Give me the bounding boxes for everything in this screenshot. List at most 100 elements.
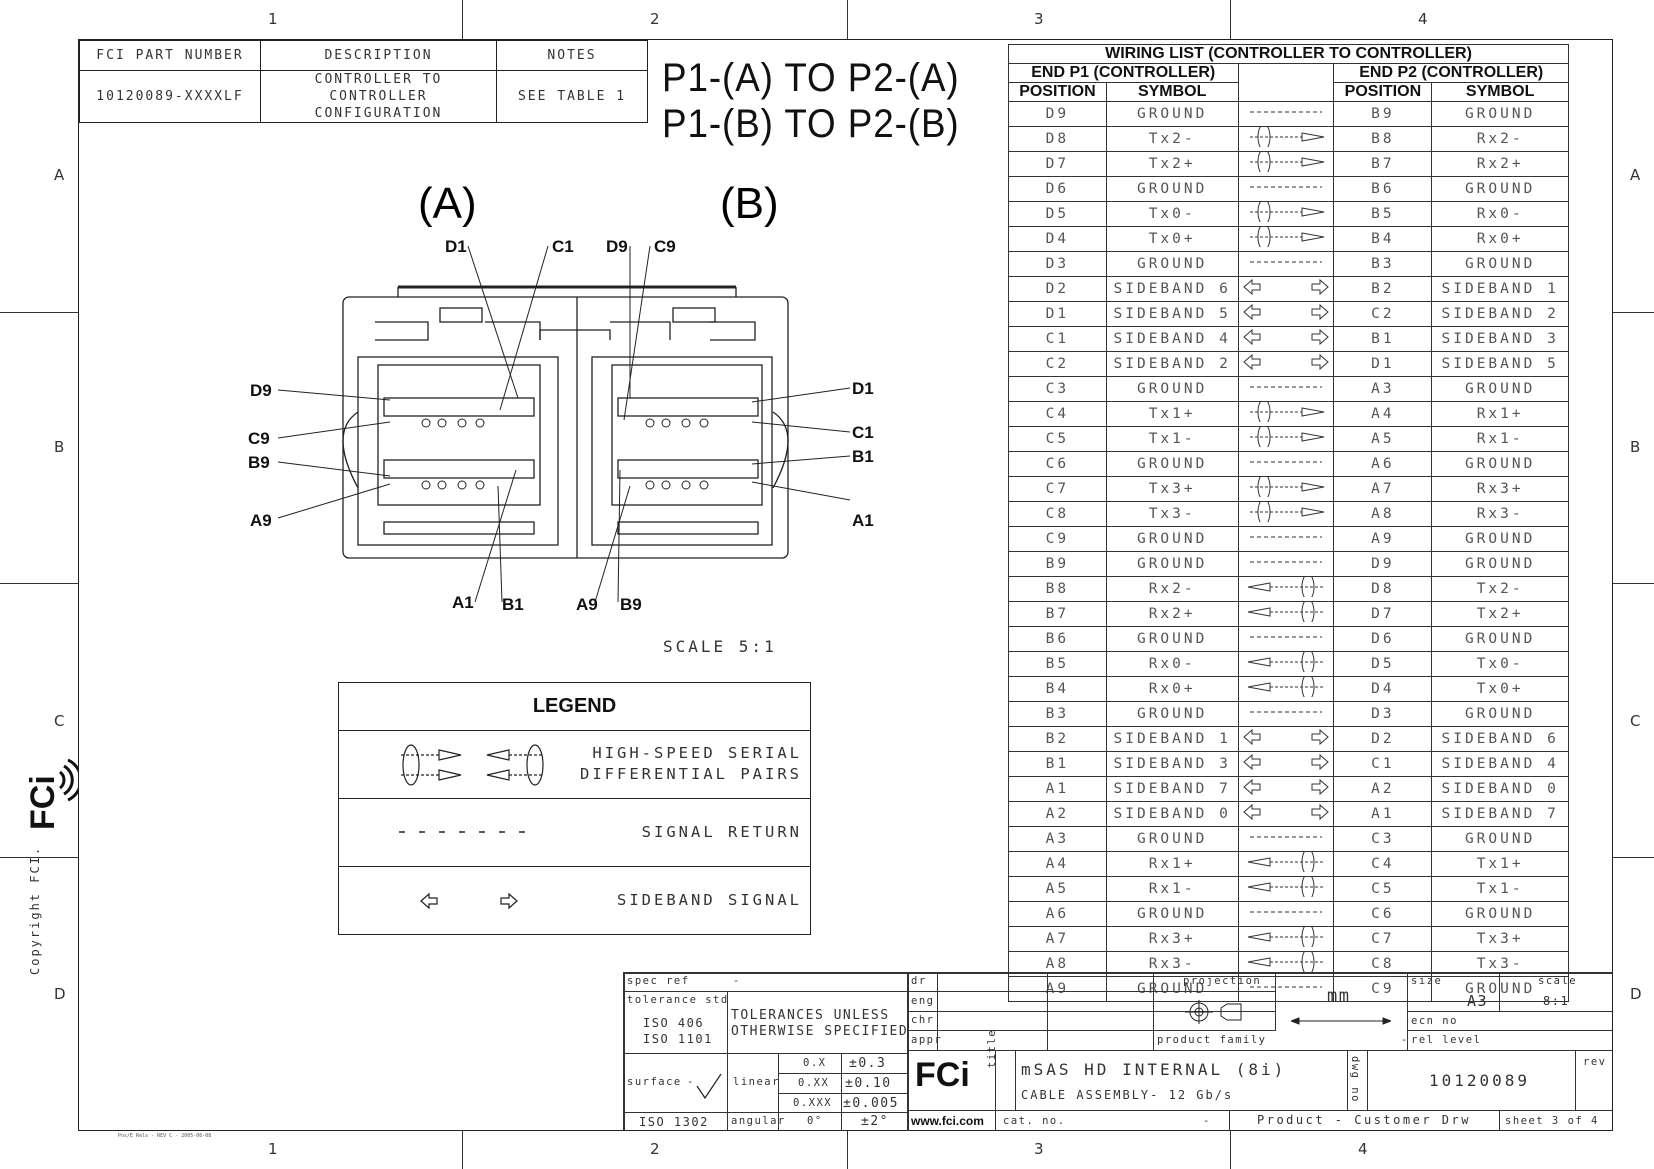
zone-col-3: 3 — [1034, 10, 1044, 28]
config-title-line-2: P1-(B) TO P2-(B) — [662, 102, 960, 146]
zone-row-d: D — [1630, 985, 1642, 1003]
iso-1101: ISO 1101 — [643, 1032, 713, 1046]
signal-return-icon — [1250, 186, 1322, 188]
p1-symbol: Tx3- — [1105, 501, 1239, 527]
p2-position: A2 — [1333, 776, 1433, 802]
p2-position: C4 — [1333, 851, 1433, 877]
p1-symbol: SIDEBAND 7 — [1105, 776, 1239, 802]
p1-position: B8 — [1008, 576, 1107, 602]
p1-symbol: Rx2- — [1105, 576, 1239, 602]
signal-return-icon — [1250, 536, 1322, 538]
scale-label-tb: scale — [1538, 975, 1578, 987]
p1-symbol: SIDEBAND 6 — [1105, 276, 1239, 302]
p2-symbol: GROUND — [1431, 526, 1569, 552]
sideband-arrows-icon — [420, 892, 518, 910]
p1-position: A9 — [1008, 976, 1107, 1002]
p1-symbol: Rx1- — [1105, 876, 1239, 902]
signal-type — [1237, 776, 1335, 802]
p2-symbol: Tx0+ — [1431, 676, 1569, 702]
p1-symbol: GROUND — [1105, 101, 1239, 127]
p2-symbol: Rx2- — [1431, 126, 1569, 152]
p2-symbol: Rx0- — [1431, 201, 1569, 227]
zone-divider — [0, 857, 78, 858]
p2-position: B3 — [1333, 251, 1433, 277]
callout-c9-top: C9 — [654, 237, 676, 256]
end-p1-header: END P1 (CONTROLLER) — [1008, 63, 1239, 83]
zone-divider — [0, 583, 78, 584]
linear-label: linear — [733, 1076, 780, 1088]
p2-position: C7 — [1333, 926, 1433, 952]
header-part-number: FCI PART NUMBER — [79, 40, 261, 71]
sideband-arrows-icon — [1243, 753, 1329, 771]
callout-a1: A1 — [852, 511, 874, 530]
ecn-no-label: ecn no — [1411, 1015, 1458, 1027]
p2-position: A8 — [1333, 501, 1433, 527]
p1-symbol: GROUND — [1105, 901, 1239, 927]
p1-position: C7 — [1008, 476, 1107, 502]
p1-position: B3 — [1008, 701, 1107, 727]
signal-type — [1237, 626, 1335, 652]
legend-text-diff-2: DIFFERENTIAL PAIRS — [580, 765, 802, 783]
signal-type — [1237, 526, 1335, 552]
p2-position: B1 — [1333, 326, 1433, 352]
p2-symbol: SIDEBAND 4 — [1431, 751, 1569, 777]
col-symbol-p1: SYMBOL — [1105, 82, 1239, 102]
rel-level-label: rel level — [1411, 1034, 1482, 1046]
drawing-title-1: mSAS HD INTERNAL (8i) — [1021, 1060, 1287, 1079]
signal-type — [1237, 451, 1335, 477]
callout-a1-bottom: A1 — [452, 593, 474, 612]
p1-symbol: GROUND — [1105, 701, 1239, 727]
zone-col-2: 2 — [650, 1140, 660, 1158]
size-label: size — [1411, 975, 1443, 987]
diff-pair-arrow-icon — [1250, 223, 1325, 251]
p2-position: C5 — [1333, 876, 1433, 902]
p2-symbol: SIDEBAND 1 — [1431, 276, 1569, 302]
signal-type — [1237, 726, 1335, 752]
zone-row-a: A — [54, 166, 65, 184]
header-description: DESCRIPTION — [260, 40, 497, 71]
angular-value: ±2° — [861, 1114, 889, 1129]
end-p2-header: END P2 (CONTROLLER) — [1333, 63, 1569, 83]
title-label: title — [986, 1028, 998, 1068]
p1-position: D7 — [1008, 151, 1107, 177]
units-arrow-icon — [1291, 1017, 1391, 1025]
signal-type — [1237, 901, 1335, 927]
notes-value: SEE TABLE 1 — [496, 70, 648, 123]
p2-position: D6 — [1333, 626, 1433, 652]
signal-type — [1237, 551, 1335, 577]
p1-symbol: SIDEBAND 2 — [1105, 351, 1239, 377]
p2-symbol: Rx1- — [1431, 426, 1569, 452]
callout-d9-top: D9 — [606, 237, 628, 256]
diff-pair-arrow-icon — [1247, 923, 1324, 951]
zone-col-1: 1 — [268, 1140, 278, 1158]
signal-type — [1237, 276, 1335, 302]
diff-pair-arrow-icon — [1247, 598, 1324, 626]
fci-logo-vertical: FCi — [24, 758, 78, 830]
p2-symbol: SIDEBAND 2 — [1431, 301, 1569, 327]
zone-col-3: 3 — [1034, 1140, 1044, 1158]
connector-drawing: (A) (B) D1 C1 D9 C9 D9 C9 B9 A9 D1 C1 B1… — [248, 179, 874, 656]
p1-symbol: Rx1+ — [1105, 851, 1239, 877]
p2-symbol: SIDEBAND 3 — [1431, 326, 1569, 352]
fci-website: www.fci.com — [911, 1114, 984, 1128]
p1-position: C3 — [1008, 376, 1107, 402]
tol-1-key: 0.X — [803, 1057, 827, 1069]
p1-symbol: GROUND — [1105, 626, 1239, 652]
p1-symbol: SIDEBAND 3 — [1105, 751, 1239, 777]
p1-symbol: Tx2- — [1105, 126, 1239, 152]
rev-label: rev — [1583, 1056, 1607, 1068]
wiring-list-title: WIRING LIST (CONTROLLER TO CONTROLLER) — [1008, 44, 1569, 64]
p1-symbol: Rx3+ — [1105, 926, 1239, 952]
p2-symbol: GROUND — [1431, 101, 1569, 127]
signal-type — [1237, 101, 1335, 127]
p2-position: D7 — [1333, 601, 1433, 627]
col-position-p2: POSITION — [1333, 82, 1433, 102]
projection-label: projection — [1183, 975, 1262, 987]
zone-row-d: D — [54, 985, 66, 1003]
p2-position: A4 — [1333, 401, 1433, 427]
